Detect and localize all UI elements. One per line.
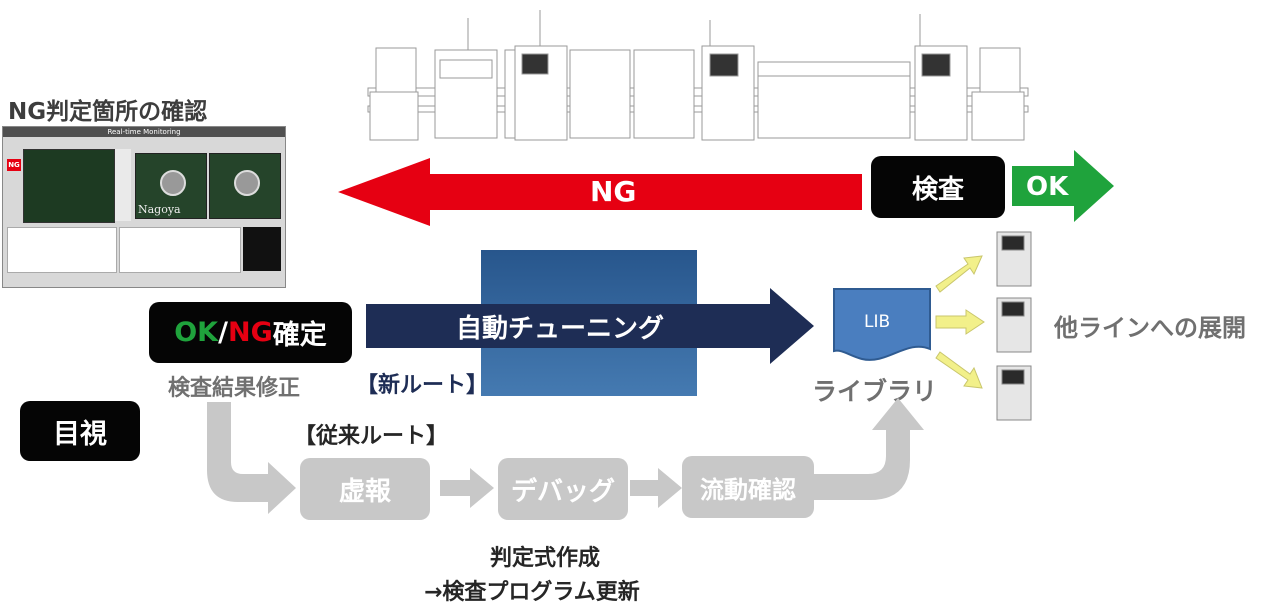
- library-box-label: LIB: [864, 312, 891, 332]
- zoom-view-2: [209, 153, 281, 219]
- confirm-suffix: 確定: [272, 320, 327, 351]
- step-flow-check: 流動確認: [682, 456, 814, 518]
- visual-check-box: 目視: [20, 401, 140, 461]
- yellow-arrows: [935, 255, 985, 389]
- ok-arrow-label: OK: [1026, 172, 1069, 202]
- result-fix-label: 検査結果修正: [168, 376, 301, 401]
- expand-label: 他ラインへの展開: [1054, 314, 1246, 342]
- ng-arrow-label: NG: [590, 175, 637, 208]
- inspection-box: 検査: [871, 156, 1005, 218]
- small-machines: [996, 231, 1032, 421]
- visual-label: 目視: [53, 418, 107, 450]
- step-false-alarm: 虚報: [300, 458, 430, 520]
- ok-ng-confirm-box: OK / NG 確定: [149, 302, 352, 363]
- ok-arrow: [1012, 150, 1114, 222]
- step-false-alarm-label: 虚報: [338, 476, 391, 507]
- inspection-label: 検査: [911, 174, 964, 205]
- auto-tuning-label: 自動チューニング: [456, 314, 665, 344]
- ng-arrow: [338, 158, 862, 226]
- library-document-shape: [833, 288, 931, 361]
- pcb-board-view: [23, 149, 115, 223]
- confirm-ok: OK: [174, 317, 219, 348]
- new-route-label: 【新ルート】: [356, 373, 489, 398]
- old-route-label: 【従来ルート】: [294, 424, 449, 449]
- result-table-right: [119, 227, 241, 273]
- zoom-view-1: Nagoya: [135, 153, 207, 219]
- note-line-1: 判定式作成: [490, 546, 601, 571]
- monitoring-screenshot: Real-time Monitoring NG Nagoya: [2, 126, 286, 288]
- step-debug-label: デバッグ: [510, 476, 615, 507]
- result-table-left: [7, 227, 117, 273]
- note-line-2: →検査プログラム更新: [424, 580, 640, 605]
- confirm-slash: /: [218, 317, 228, 348]
- auto-tuning-arrow: [366, 288, 814, 364]
- window-title: Real-time Monitoring: [3, 127, 285, 137]
- confirm-ng: NG: [227, 317, 273, 348]
- ng-badge: NG: [7, 159, 21, 171]
- dark-panel: [243, 227, 281, 271]
- board-text: Nagoya: [138, 203, 181, 216]
- production-line-illustration: [367, 10, 1029, 141]
- step-flow-check-label: 流動確認: [700, 475, 796, 504]
- library-label: ライブラリ: [812, 377, 938, 406]
- toolbar-strip: [115, 149, 131, 221]
- step-debug: デバッグ: [498, 458, 628, 520]
- page-title: NG判定箇所の確認: [8, 99, 208, 125]
